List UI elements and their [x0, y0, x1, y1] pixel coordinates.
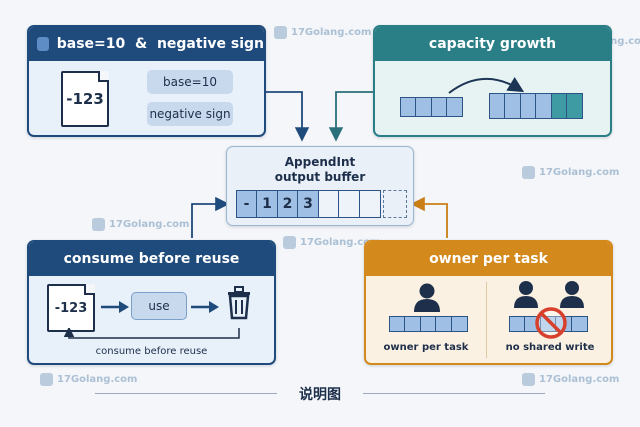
watermark: 17Golang.com — [274, 26, 371, 39]
digit-cell: 3 — [297, 190, 319, 218]
person-icon — [560, 281, 584, 308]
watermark: 17Golang.com — [522, 373, 619, 386]
file-value: -123 — [54, 300, 88, 316]
watermark-logo-icon — [283, 236, 296, 249]
curved-arrow-icon — [448, 76, 525, 94]
buffer-cell — [535, 93, 552, 119]
watermark-logo-icon — [40, 373, 53, 386]
app-icon — [37, 37, 49, 51]
panel-title: consume before reuse — [63, 251, 240, 267]
arrow-capacity-to-buffer — [328, 91, 373, 142]
negative-sign-chip: negative sign — [147, 102, 233, 126]
panel-divider — [486, 282, 487, 358]
empty-cell — [338, 190, 360, 218]
file-value: -123 — [66, 90, 104, 108]
no-entry-icon — [535, 307, 567, 339]
buffer-cell-new — [566, 93, 583, 119]
buffer-cell — [450, 316, 468, 332]
panel-owner-per-task: owner per task owner per task no shared … — [364, 240, 613, 365]
arrow-right-icon — [191, 301, 219, 313]
panel-header: consume before reuse — [29, 242, 274, 276]
watermark-logo-icon — [92, 218, 105, 231]
loop-back-arrow — [63, 328, 240, 339]
watermark: 17Golang.com — [283, 236, 380, 249]
footer-rule-left — [95, 393, 277, 394]
grown-buffer — [488, 93, 583, 119]
empty-cell — [317, 190, 340, 218]
watermark-logo-icon — [274, 26, 287, 39]
buffer-cell — [446, 97, 463, 117]
arrow-owner-to-buffer — [410, 196, 448, 238]
small-buffer — [399, 97, 463, 117]
watermark: 17Golang.com — [522, 166, 619, 179]
watermark: 17Golang.com — [92, 218, 189, 231]
person-icon — [514, 281, 538, 308]
buffer-cell — [388, 316, 406, 332]
panel-base-and-sign: base=10 & negative sign -123 base=10 neg… — [27, 25, 266, 137]
footer-label: 说明图 — [299, 387, 341, 403]
file-icon: -123 — [61, 71, 109, 127]
no-shared-write-caption: no shared write — [505, 342, 595, 353]
buffer-cell — [399, 97, 417, 117]
panel-capacity-growth: capacity growth — [373, 25, 612, 137]
consume-caption: consume before reuse — [95, 346, 208, 357]
spare-capacity-cell — [382, 190, 407, 218]
buffer-cell — [415, 97, 432, 117]
digit-cell: - — [235, 190, 258, 218]
empty-cell — [358, 190, 381, 218]
watermark: 17Golang.com — [40, 373, 137, 386]
buffer-cell — [508, 316, 526, 332]
file-icon: -123 — [47, 284, 95, 332]
panel-output-buffer: AppendInt output buffer - 1 2 3 — [226, 146, 414, 226]
buffer-cell — [419, 316, 437, 332]
person-icon — [414, 283, 440, 312]
panel-title: capacity growth — [428, 36, 557, 52]
buffer-cell — [435, 316, 452, 332]
arrow-right-icon — [101, 301, 129, 313]
owner-caption: owner per task — [383, 342, 469, 353]
buffer-cell-new — [550, 93, 568, 119]
watermark-logo-icon — [522, 166, 535, 179]
buffer-cell — [404, 316, 421, 332]
trash-icon — [228, 286, 250, 320]
panel-title: base=10 & negative sign — [56, 36, 264, 52]
panel-title: owner per task — [429, 251, 548, 267]
arrow-consume-to-buffer — [191, 196, 230, 238]
use-step: use — [131, 292, 187, 320]
buffer-title-line1: AppendInt — [284, 155, 356, 169]
digit-cell: 1 — [256, 190, 278, 218]
output-buffer-cells: - 1 2 3 — [235, 190, 407, 218]
panel-header: base=10 & negative sign — [29, 27, 264, 61]
panel-header: capacity growth — [375, 27, 610, 61]
base-chip: base=10 — [147, 70, 233, 94]
buffer-title: AppendInt output buffer — [227, 155, 413, 185]
buffer-cell — [570, 316, 588, 332]
buffer-title-line2: output buffer — [274, 170, 366, 184]
footer-rule-right — [363, 393, 545, 394]
owned-buffer — [388, 316, 468, 332]
panel-header: owner per task — [366, 242, 611, 276]
watermark-logo-icon — [522, 373, 535, 386]
arrow-base-to-buffer — [266, 91, 310, 142]
digit-cell: 2 — [276, 190, 299, 218]
panel-consume-before-reuse: consume before reuse -123 use consume be… — [27, 240, 276, 365]
